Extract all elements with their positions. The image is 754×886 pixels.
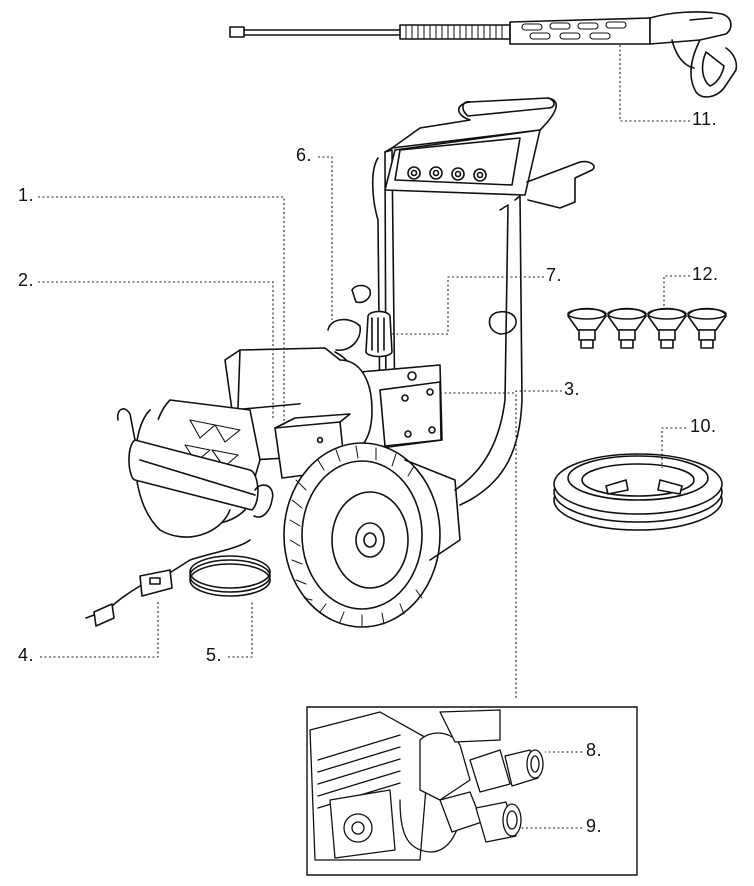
- leader-7: [392, 276, 544, 335]
- inlet-fitting-icon: [469, 749, 544, 793]
- pump-detail-icon: [309, 709, 501, 861]
- pump-icon: [327, 310, 443, 451]
- callout-4: 4.: [18, 645, 35, 665]
- callout-11: 11.: [692, 109, 718, 129]
- hose-coil-icon: [553, 453, 723, 531]
- power-cord-icon: [85, 539, 271, 627]
- leader-3: [515, 390, 562, 700]
- leader-12: [663, 275, 690, 306]
- callout-1: 1.: [18, 185, 35, 205]
- callout-2: 2.: [18, 270, 35, 290]
- spray-gun-icon: [229, 11, 738, 98]
- leader-5: [228, 600, 253, 658]
- leader-1: [38, 196, 285, 425]
- leader-lines: [38, 44, 690, 829]
- callout-10: 10.: [690, 416, 717, 436]
- wheel-icon: [116, 408, 274, 538]
- wheel-icon: [283, 442, 461, 628]
- leader-11: [619, 44, 690, 122]
- callout-12: 12.: [692, 264, 719, 284]
- callout-5: 5.: [206, 645, 223, 665]
- outlet-fitting-icon: [439, 791, 522, 843]
- callout-7: 7.: [546, 265, 563, 285]
- callout-8: 8.: [586, 740, 603, 760]
- callout-9: 9.: [586, 816, 603, 836]
- callout-3: 3.: [564, 379, 581, 399]
- leader-2: [38, 281, 274, 420]
- leader-10: [661, 427, 686, 468]
- leader-4: [40, 600, 159, 658]
- leader-6: [318, 156, 333, 320]
- nozzle-tips-icon: [567, 307, 727, 349]
- callout-6: 6.: [296, 145, 313, 165]
